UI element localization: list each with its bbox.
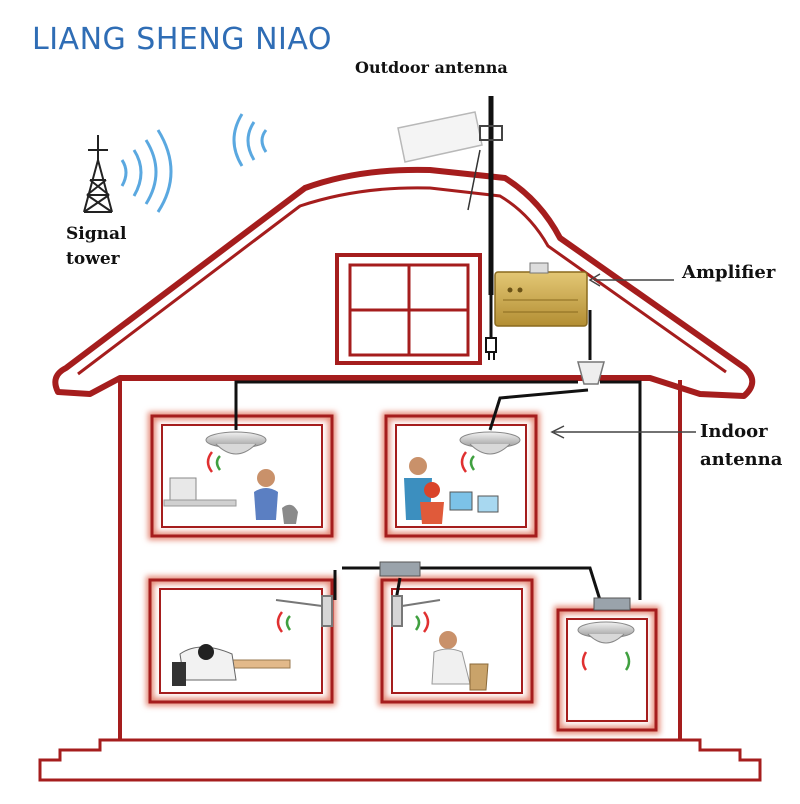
house-walls [118,380,682,740]
signal-tower-label-line1: Signal [66,224,127,244]
two-workers-illustration [404,457,499,524]
panel-antenna-icon [391,595,441,627]
room-top-left [148,412,336,540]
label-pointer-lines [550,273,696,439]
indoor-antenna-label-line2: antenna [700,449,783,470]
signal-tower-icon [83,135,113,213]
antenna-signal-waves-icon [232,113,268,167]
ceiling-antenna-icon [205,431,267,455]
splitter-icon [577,361,605,385]
room-bottom-left [146,576,336,706]
ceiling-antenna-icon [577,621,635,644]
roof-outline [52,166,756,399]
roof-inner-line [77,186,727,376]
cables [234,295,642,601]
indoor-signal-arcs-icon [206,451,631,671]
outdoor-antenna-icon [397,96,503,295]
phone-worker-illustration [431,631,489,691]
brand-logo-text: LIANG SHENG NIAO [32,22,332,57]
amplifier-icon [494,262,588,327]
amplifier-label: Amplifier [682,262,776,283]
office-worker-illustration [163,469,298,524]
indoor-antenna-label-line1: Indoor [700,421,768,442]
repeater-box-icon [379,561,421,577]
outdoor-antenna-label: Outdoor antenna [355,58,508,77]
ceiling-antenna-icon [459,431,521,455]
signal-tower-label: Signal tower [66,222,156,272]
attic-window [335,253,482,365]
house-base [38,738,762,782]
indoor-antenna-label: Indoor antenna [700,418,800,474]
signal-tower-label-line2: tower [66,249,120,269]
resting-worker-illustration [172,644,291,686]
power-plug-icon [485,337,497,360]
panel-antenna-icon [275,595,333,627]
tower-signal-waves-icon [120,129,173,213]
repeater-box-icon [593,597,631,611]
room-top-right [382,412,540,540]
room-bottom-middle [378,576,536,706]
